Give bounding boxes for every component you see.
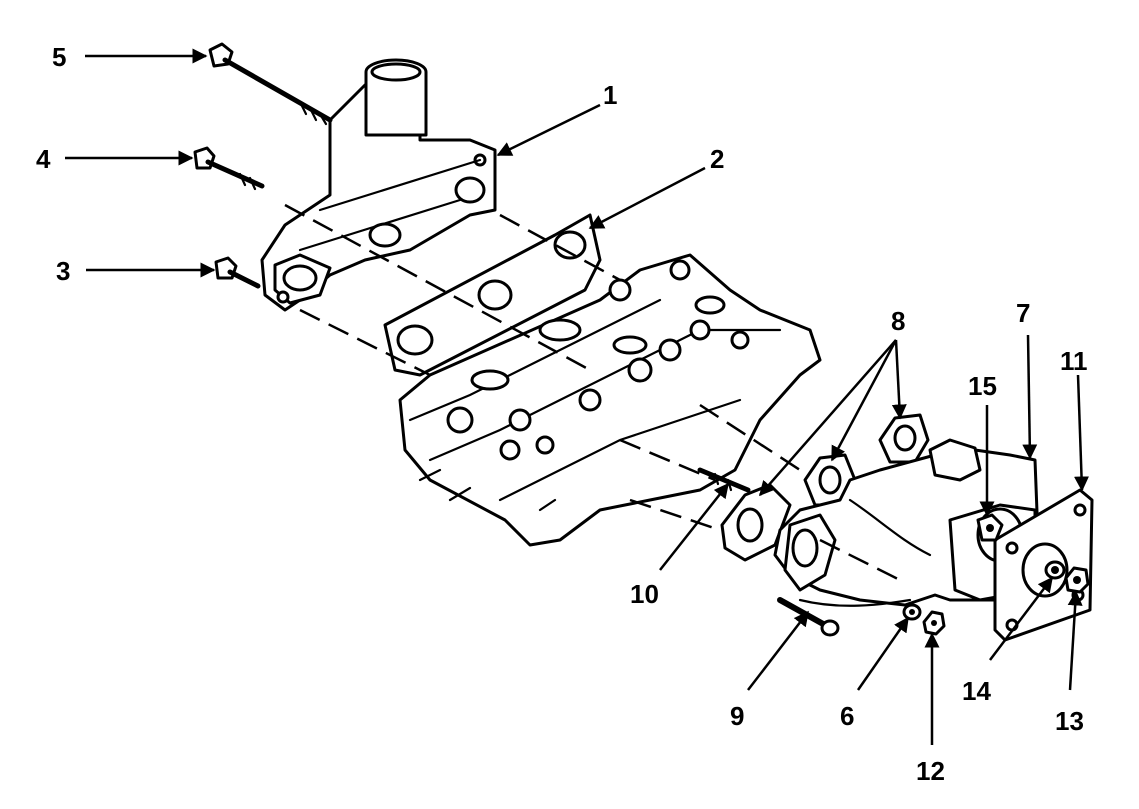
callout-14: 14 (962, 676, 991, 706)
stud-part-15 (976, 513, 1004, 542)
washer-part-14 (1044, 560, 1066, 580)
bolt-part-3 (214, 256, 261, 289)
stud-part-10 (697, 467, 751, 493)
callout-15: 15 (968, 371, 997, 401)
callout-labels: 5 4 3 1 2 8 7 11 15 10 9 6 12 14 13 (36, 42, 1088, 786)
intake-manifold-part-1 (260, 58, 497, 312)
washer-part-6 (902, 603, 922, 621)
callout-10: 10 (630, 579, 659, 609)
callout-11: 12 (916, 756, 945, 786)
exhaust-gaskets-part-8 (720, 413, 930, 562)
callout-8: 8 (891, 306, 905, 336)
nut-part-13 (1064, 566, 1090, 594)
long-bolt-part-5 (208, 42, 333, 126)
cylinder-head (398, 253, 822, 547)
callout-6: 6 (840, 701, 854, 731)
bolt-part-4 (193, 146, 265, 191)
nut-part-11 (922, 610, 946, 636)
callout-13: 13 (1055, 706, 1084, 736)
callout-4: 4 (36, 144, 51, 174)
callout-5: 5 (52, 42, 66, 72)
intake-gasket-part-2 (383, 213, 602, 377)
callout-12: 11 (1060, 346, 1088, 376)
callout-1: 1 (603, 80, 617, 110)
leader-lines (65, 48, 1090, 745)
callout-9: 9 (730, 701, 744, 731)
callout-7: 7 (1016, 298, 1030, 328)
callout-3: 3 (56, 256, 70, 286)
alignment-lines (284, 203, 901, 582)
callout-2: 2 (710, 144, 724, 174)
